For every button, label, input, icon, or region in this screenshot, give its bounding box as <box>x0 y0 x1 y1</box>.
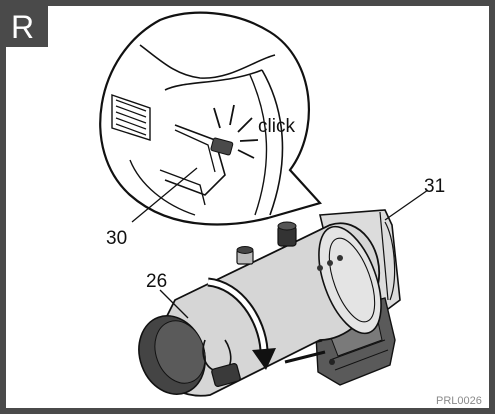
step-badge-letter: R <box>11 9 34 45</box>
part-number-31: 31 <box>424 176 445 197</box>
top-knob-rear <box>277 221 297 247</box>
click-label: click <box>258 116 295 137</box>
leader-26 <box>159 289 189 319</box>
part-number-30: 30 <box>106 228 127 249</box>
part-number-26: 26 <box>146 271 167 292</box>
vent-grille <box>111 94 151 141</box>
step-badge: R <box>3 3 48 47</box>
figure-code: PRL0026 <box>436 395 482 407</box>
leader-30 <box>131 167 198 223</box>
click-burst-icon <box>213 104 259 159</box>
latch-clip <box>159 124 234 206</box>
bottom-knob <box>202 339 241 387</box>
curved-arrow-icon <box>207 277 276 370</box>
top-knob-front <box>236 246 254 265</box>
detail-magnifier: click <box>99 11 323 226</box>
front-cap <box>138 315 206 395</box>
leader-31 <box>384 189 429 221</box>
heater-device <box>138 209 401 397</box>
